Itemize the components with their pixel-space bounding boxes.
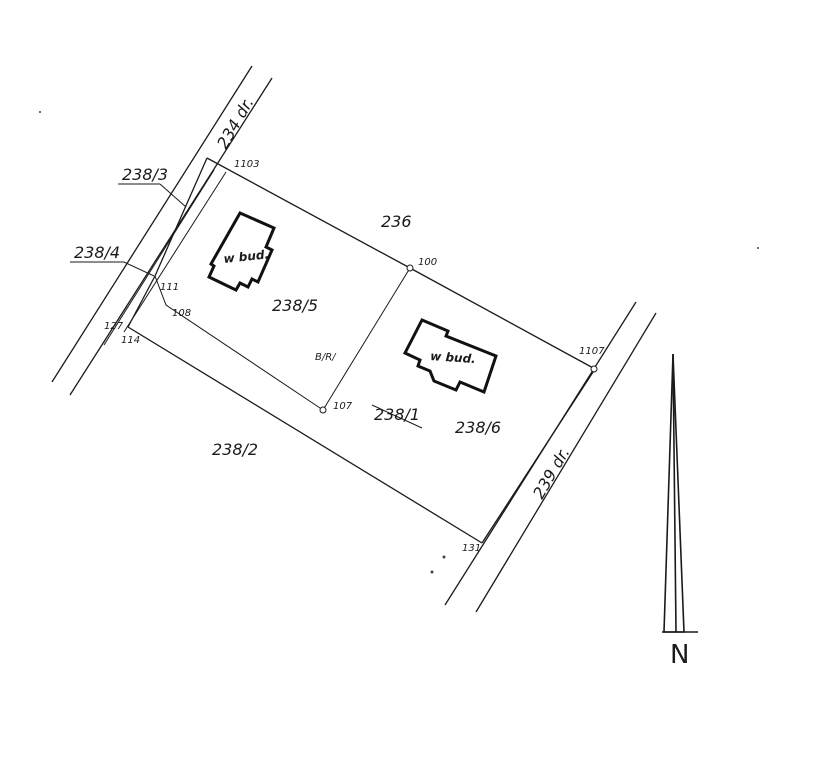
label-parcel-236: 236 [381,212,412,231]
division-line-100-107 [322,267,411,411]
building-2-outline [402,318,498,395]
stray-dot-2 [442,555,446,559]
survey-point-107 [319,406,327,414]
plot-boundary-east [481,368,596,544]
strike-238-1 [371,404,423,429]
road-234-edge-inner [69,77,273,396]
label-parcel-238-2: 238/2 [212,440,258,459]
north-arrow-spine [672,353,677,633]
leader-238-4-b [123,261,155,277]
label-point-1103: 1103 [234,159,259,170]
division-line-111-107 [154,275,324,411]
road-239-edge-inner [475,312,657,613]
label-building-2: w bud. [430,349,476,366]
label-point-100: 100 [418,257,437,268]
label-parcel-238-5: 238/5 [272,296,318,315]
stray-dot-1 [430,570,434,574]
label-building-1: w bud. [223,247,270,266]
building-1-outline [207,211,276,292]
stray-dot-3 [39,111,41,113]
label-parcel-238-3: 238/3 [122,165,168,184]
road-234-edge-outer [51,65,253,383]
label-point-127: 127 [104,321,124,332]
label-point-108: 108 [172,308,191,319]
label-boundary-code: B/R/ [315,352,337,363]
label-road-239: 239 dr. [529,444,573,502]
label-parcel-238-6: 238/6 [455,418,501,437]
road-234-strip-line-2 [123,171,227,333]
road-234-strip-line-1 [103,169,215,346]
plot-boundary-south [127,326,483,544]
north-arrow-letter: N [670,640,689,670]
leader-238-3-b [159,183,187,208]
label-point-1107: 1107 [579,346,605,357]
label-point-111: 111 [160,282,179,293]
stray-dot-4 [757,247,759,249]
label-parcel-238-1: 238/1 [374,405,420,424]
label-parcel-238-4: 238/4 [74,243,120,262]
label-road-234: 234 dr. [213,94,257,152]
label-point-107: 107 [333,401,353,412]
label-point-131: 131 [462,543,481,554]
survey-point-100 [406,264,414,272]
survey-point-1107 [590,365,598,373]
label-point-114: 114 [121,335,140,346]
